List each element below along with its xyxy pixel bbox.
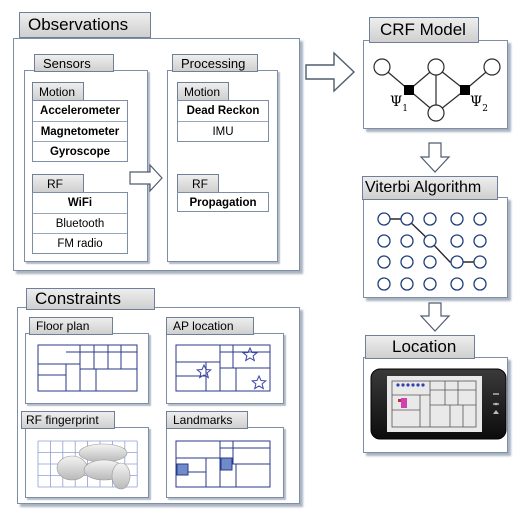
list-item-bluetooth: Bluetooth [33, 213, 127, 233]
trellis-node [400, 277, 414, 291]
landmark-marker [220, 457, 233, 471]
crf-nodes [373, 58, 501, 122]
landmarks-drawing [175, 440, 271, 488]
rf-fingerprint-card [25, 427, 149, 498]
trellis-node [377, 212, 391, 226]
list-item-dead-reckon: Dead Reckon [186, 105, 260, 117]
list-item-accelerometer: Accelerometer [40, 105, 120, 117]
trellis-node [450, 255, 464, 269]
trellis-node [450, 234, 464, 248]
list-item-propagation: Propagation [189, 197, 257, 209]
landmarks-title: Landmarks [166, 411, 248, 429]
sensors-rf-list: WiFi Bluetooth FM radio [32, 192, 128, 254]
trellis-node [400, 212, 414, 226]
factor-psi1 [404, 85, 414, 95]
list-item-gyroscope: Gyroscope [33, 141, 127, 161]
landmark-marker [176, 463, 189, 476]
trellis-node [473, 234, 487, 248]
processing-rf-list: Propagation [177, 192, 269, 212]
floor-plan-title: Floor plan [29, 317, 113, 335]
trellis-node [473, 212, 487, 226]
star-icon [241, 346, 259, 362]
smartphone-image [370, 368, 507, 440]
trellis-node [473, 277, 487, 291]
floor-plan-drawing [37, 344, 138, 392]
list-item-magnetometer: Magnetometer [33, 121, 127, 141]
psi1-label: Ψ1 [390, 94, 408, 114]
trellis-node [423, 234, 437, 248]
processing-motion-list: Dead Reckon IMU [177, 100, 269, 142]
processing-rf-title: RF [177, 174, 219, 193]
trellis-node [400, 234, 414, 248]
trellis-node [377, 234, 391, 248]
trellis-node [450, 277, 464, 291]
star-icon [250, 374, 268, 390]
constraints-title: Constraints [26, 288, 155, 310]
trellis-node [377, 255, 391, 269]
trellis-node [473, 255, 487, 269]
observations-title: Observations [19, 12, 151, 38]
list-item-wifi: WiFi [67, 197, 93, 209]
viterbi-trellis [377, 212, 487, 291]
crf-model-title: CRF Model [369, 17, 479, 43]
factor-psi2 [460, 85, 470, 95]
psi2-label: Ψ2 [470, 94, 488, 114]
list-item-fm-radio: FM radio [33, 233, 127, 253]
viterbi-title: Viterbi Algorithm [362, 176, 498, 200]
rf-fingerprint-drawing [37, 440, 138, 490]
arrow-crf-to-viterbi [419, 142, 451, 173]
trellis-node [377, 277, 391, 291]
arrow-viterbi-to-location [419, 302, 451, 332]
ap-location-title: AP location [166, 317, 254, 335]
trellis-node [400, 255, 414, 269]
list-item-imu: IMU [178, 121, 268, 141]
arrow-to-crf [305, 51, 356, 93]
rf-fingerprint-title: RF fingerprint [21, 411, 115, 429]
sensors-title: Sensors [34, 54, 114, 72]
trellis-node [423, 212, 437, 226]
star-icon [195, 363, 213, 379]
trellis-node [450, 212, 464, 226]
arrow-sensors-to-processing [129, 163, 163, 193]
trellis-node [423, 255, 437, 269]
location-title: Location [365, 335, 475, 359]
processing-title: Processing [172, 54, 258, 72]
trellis-node [423, 277, 437, 291]
sensors-motion-list: Accelerometer Magnetometer Gyroscope [32, 100, 128, 162]
ap-star-icons [195, 346, 268, 390]
